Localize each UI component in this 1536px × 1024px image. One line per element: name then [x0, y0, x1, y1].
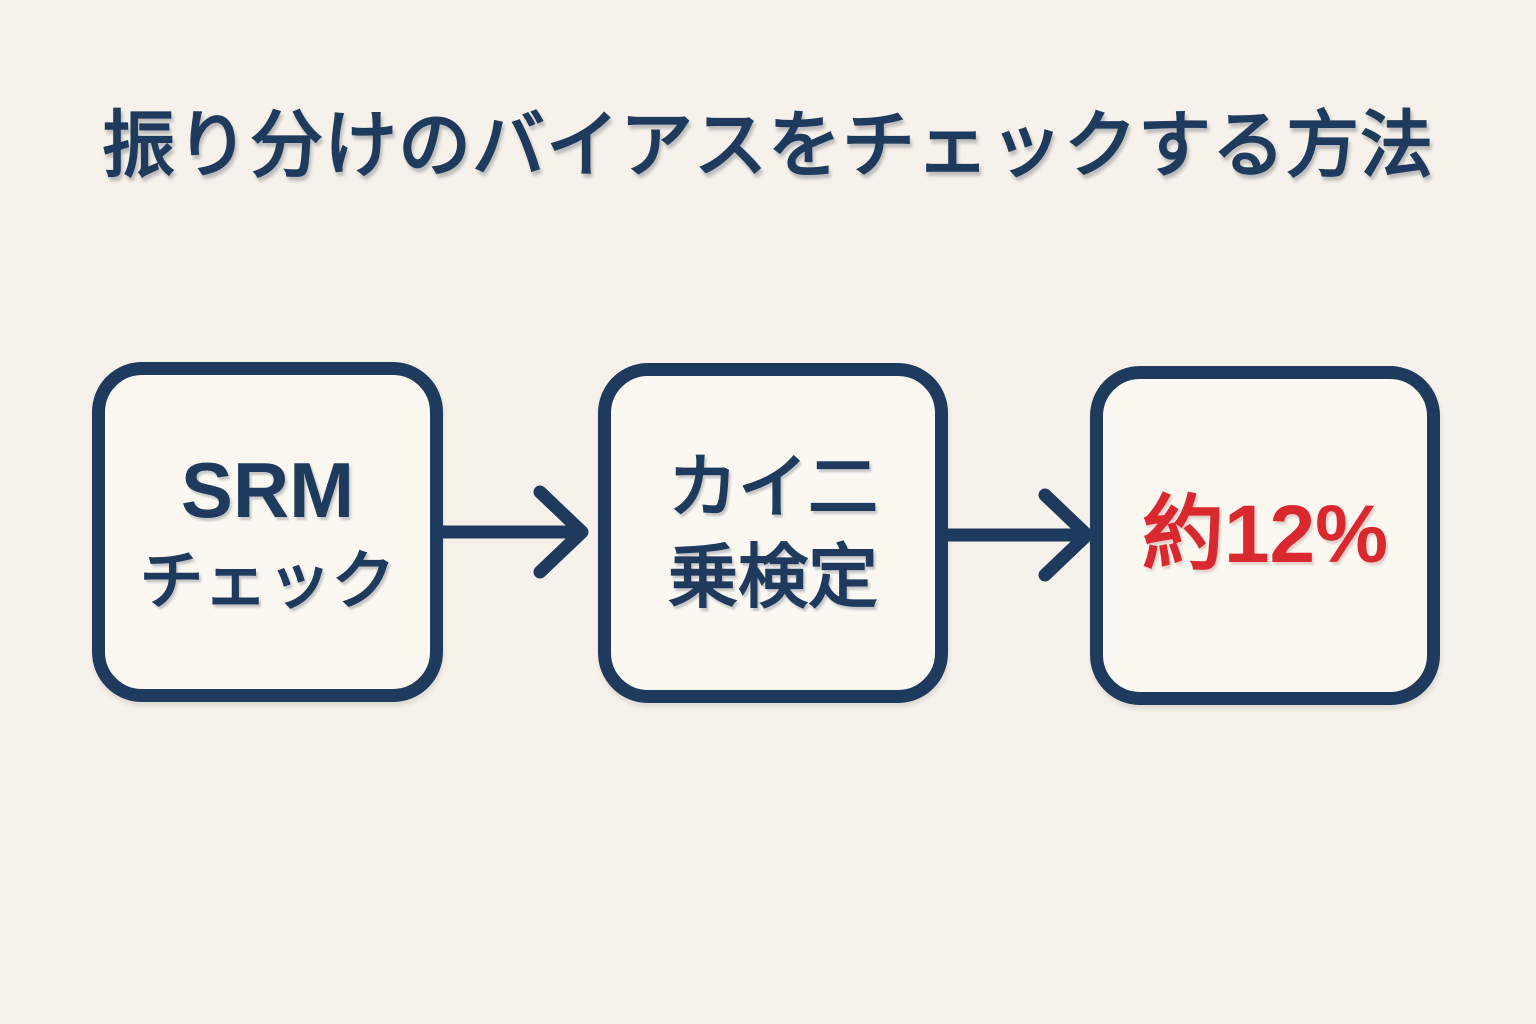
- page-title: 振り分けのバイアスをチェックする方法: [102, 105, 1434, 186]
- flow-box-srm-check: SRM チェック: [92, 362, 443, 702]
- flow-box-chi-square-line-1: カイ二: [668, 448, 878, 527]
- arrow-right-icon: [946, 483, 1096, 587]
- flow-box-result-value: 約12%: [1090, 366, 1440, 705]
- arrow-right-icon: [441, 480, 591, 584]
- flow-box-srm-check-line-1: SRM: [180, 446, 355, 535]
- flow-box-chi-square-test: カイ二 乗検定: [598, 363, 948, 703]
- flow-box-srm-check-line-2: チェック: [139, 544, 396, 617]
- result-value-text: 約12%: [1141, 489, 1389, 581]
- flow-box-chi-square-line-2: 乗検定: [668, 538, 878, 616]
